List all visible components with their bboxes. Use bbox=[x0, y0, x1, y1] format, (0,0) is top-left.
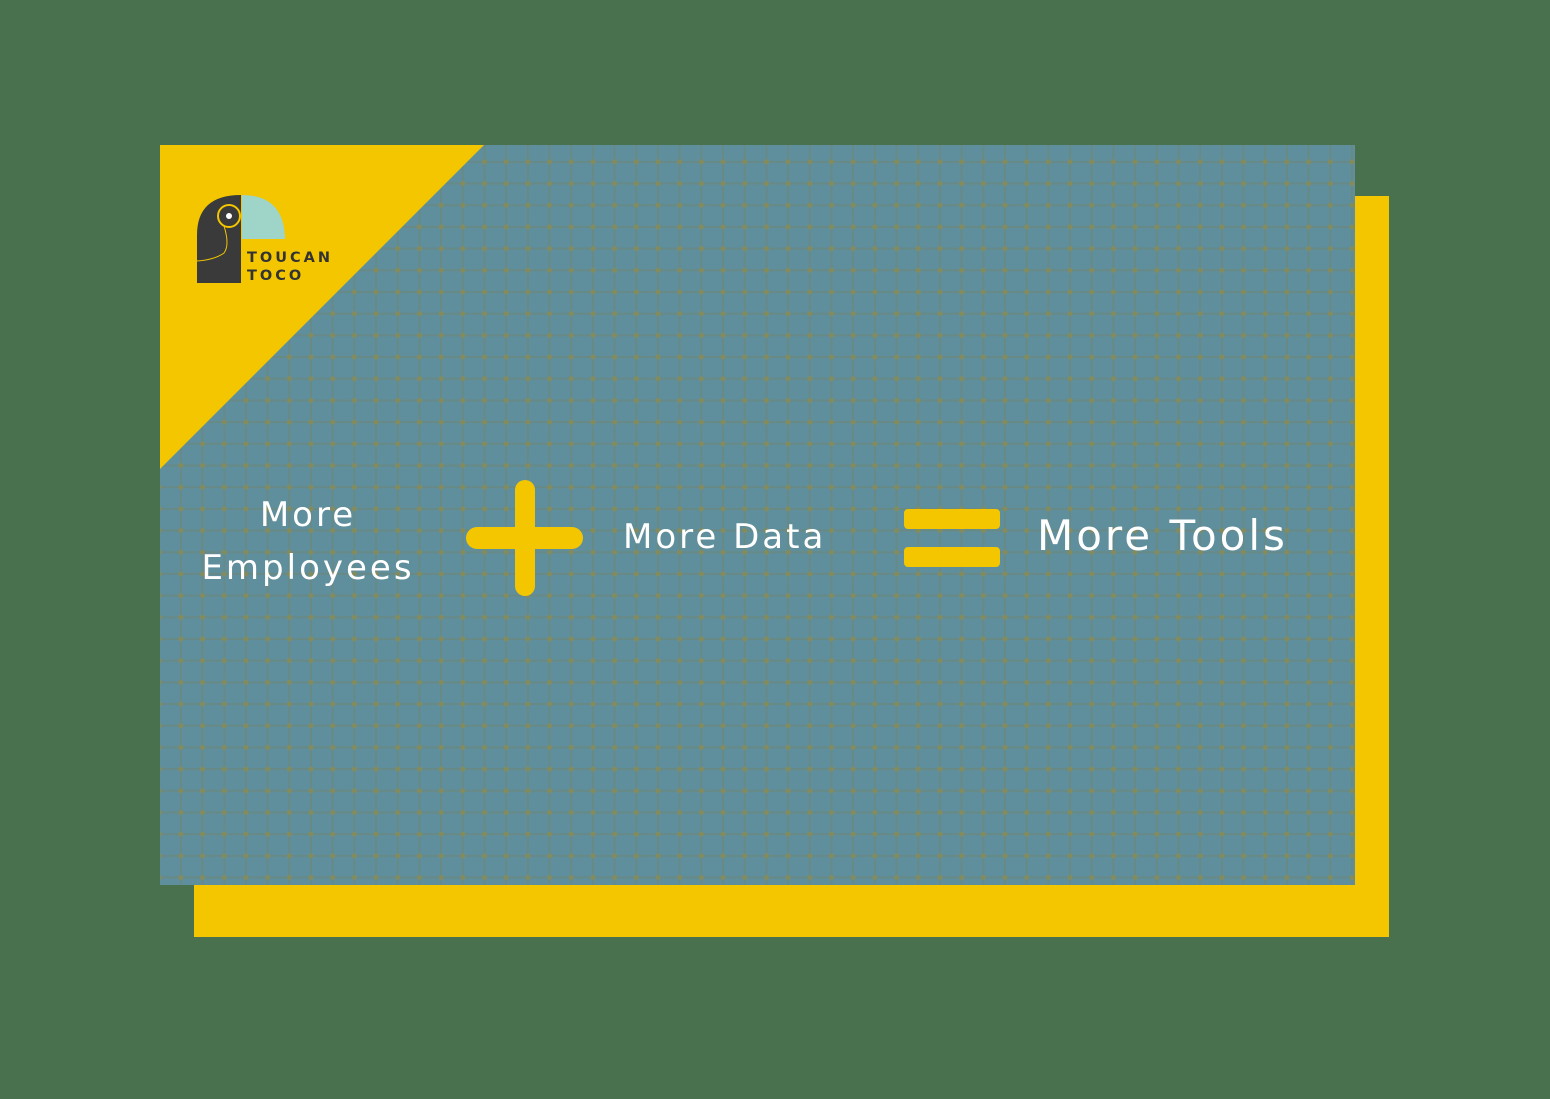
term-employees: More Employees bbox=[188, 489, 428, 595]
term-employees-line-2: Employees bbox=[201, 548, 415, 588]
brand-line-1: TOUCAN bbox=[247, 250, 333, 266]
term-data: More Data bbox=[623, 517, 827, 557]
result-tools: More Tools bbox=[1037, 511, 1288, 560]
toucan-logo-icon bbox=[196, 195, 285, 283]
term-employees-line-1: More bbox=[259, 495, 357, 535]
brand-name: TOUCAN TOCO bbox=[247, 249, 333, 285]
brand-line-2: TOCO bbox=[247, 268, 305, 284]
grid-panel: TOUCAN TOCO More Employees More Data Mor… bbox=[160, 145, 1355, 885]
yellow-corner-triangle bbox=[160, 145, 484, 469]
